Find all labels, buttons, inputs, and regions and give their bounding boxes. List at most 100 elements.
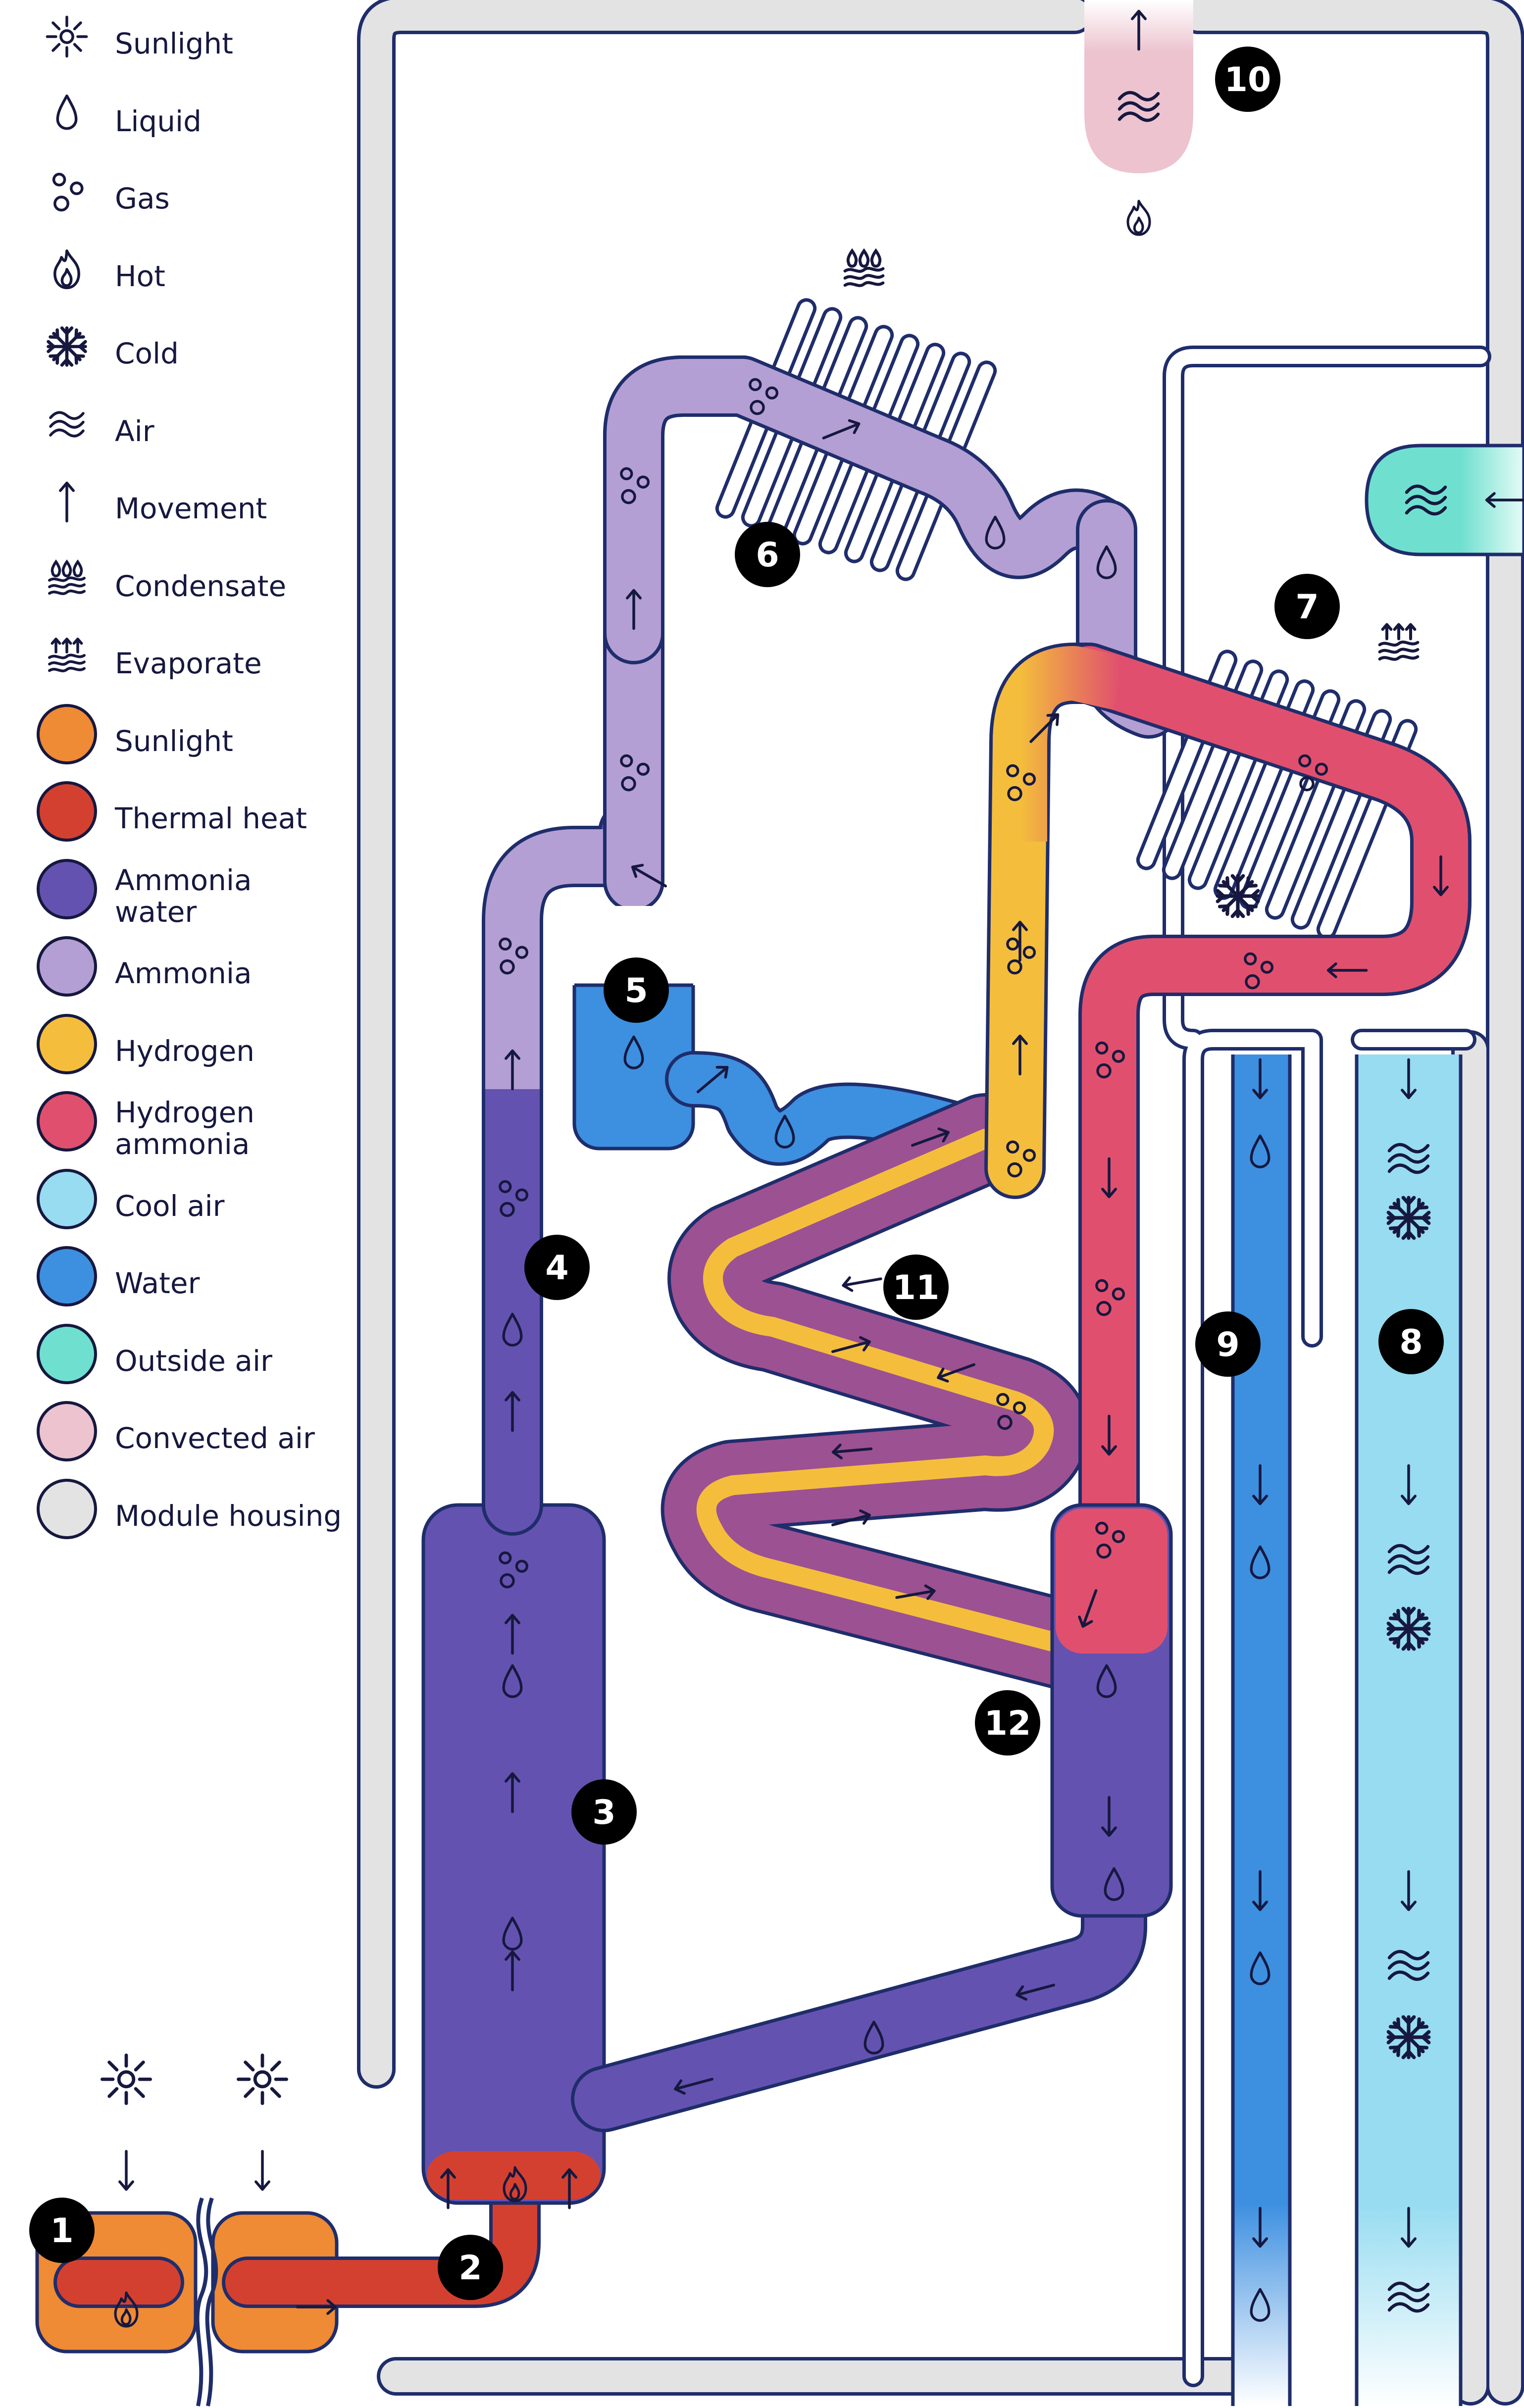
legend-label: Sunlight [115, 724, 233, 758]
sun-icon [237, 2054, 288, 2105]
inner-housing [1163, 346, 1491, 2387]
snowflake-icon [1386, 2015, 1431, 2059]
flow-arrow-icon [831, 1509, 871, 1526]
legend-swatch [37, 1401, 97, 1461]
heat-exchanger-core [696, 1129, 1089, 1658]
bubbles-icon [620, 467, 650, 504]
ammonia-condenser-pipe-front [603, 355, 1135, 664]
legend-label: Air [115, 414, 154, 448]
svg-text:3: 3 [592, 1793, 615, 1832]
legend-swatch [37, 1091, 97, 1152]
legend-symbol [48, 638, 86, 672]
droplet-icon [1250, 1951, 1270, 1985]
flow-arrow-icon [296, 2299, 337, 2315]
droplet-icon [864, 2020, 884, 2055]
droplet-icon [502, 1916, 523, 1951]
flow-arrow-icon [1401, 1870, 1417, 1911]
legend-swatch [37, 1246, 97, 1306]
droplet-icon [502, 1312, 523, 1347]
legend-label: Hydrogen ammonia [115, 1096, 255, 1161]
flow-arrow-icon [822, 419, 861, 440]
legend-symbol [49, 411, 85, 437]
legend-row: Ammonia water [30, 858, 376, 933]
mixing-zone [993, 646, 1125, 842]
svg-text:4: 4 [545, 1249, 568, 1288]
legend-swatch [37, 781, 97, 842]
step-badge-6: 6 [735, 522, 800, 587]
droplet-icon [1250, 2288, 1270, 2322]
flow-arrow-icon [1401, 2207, 1417, 2248]
flow-arrow-icon [440, 2168, 456, 2209]
snowflake-icon [1216, 874, 1260, 918]
step-badge-2: 2 [438, 2235, 503, 2300]
legend-label: Thermal heat [115, 802, 307, 835]
svg-text:5: 5 [624, 971, 648, 1010]
flow-arrow-icon [1078, 1589, 1098, 1628]
absorber-return-pipe [571, 1828, 1147, 2132]
legend-symbol [52, 173, 84, 212]
bubbles-icon [1006, 764, 1036, 802]
cool-air-column-outline [1355, 1054, 1463, 2406]
svg-text:12: 12 [984, 1704, 1031, 1743]
legend-row: Movement [30, 471, 376, 545]
evaporate-icon [1378, 623, 1420, 661]
convected-air-outlet [1084, 0, 1193, 173]
arrow-up-icon [59, 481, 75, 523]
water-u-trap [665, 1051, 1014, 1167]
flow-arrow-icon [911, 1127, 950, 1147]
condensate-icon [48, 559, 86, 595]
step-badge-11: 11 [883, 1254, 949, 1320]
legend-row: Hydrogen ammonia [30, 1091, 376, 1165]
step-badge-7: 7 [1274, 574, 1340, 639]
flow-arrow-icon [1433, 855, 1449, 897]
flow-arrow-icon [1252, 1464, 1268, 1505]
flow-arrow-icon [1485, 492, 1524, 508]
legend-row: Hydrogen [30, 1013, 376, 1088]
legend-symbol [48, 559, 86, 595]
legend-symbol [46, 15, 88, 58]
legend-label: Evaporate [115, 647, 262, 680]
step-badge-3: 3 [571, 1779, 637, 1845]
flow-arrow-icon [696, 1065, 729, 1094]
svg-text:2: 2 [458, 2249, 482, 2288]
flow-arrow-icon [505, 1950, 520, 1992]
air-waves-icon [1387, 2281, 1430, 2313]
legend-row: Sunlight [30, 703, 376, 778]
bubbles-icon [1244, 952, 1274, 990]
legend-row: Condensate [30, 549, 376, 623]
legend-row: Water [30, 1246, 376, 1320]
droplet-icon [502, 1664, 523, 1698]
bubbles-icon [1095, 1041, 1125, 1079]
bubbles-icon [1095, 1521, 1125, 1559]
evaporate-icon [48, 638, 86, 672]
flow-arrow-icon [1252, 1058, 1268, 1100]
legend-swatch [37, 1013, 97, 1074]
bubbles-icon [749, 378, 779, 415]
flow-arrow-icon [1101, 1414, 1117, 1456]
legend-swatch [37, 1478, 97, 1539]
snowflake-icon [1386, 1606, 1431, 1651]
legend-swatch [37, 703, 97, 764]
legend-row: Evaporate [30, 626, 376, 700]
air-waves-icon [1118, 91, 1160, 122]
legend-row: Cold [30, 316, 376, 390]
flow-arrow-icon [674, 2078, 714, 2095]
droplet-icon [1250, 1545, 1270, 1579]
legend-row: Module housing [30, 1478, 376, 1553]
step-badge-12: 12 [975, 1690, 1040, 1756]
droplet-icon [1096, 1664, 1117, 1698]
cool-air-column [1357, 1054, 1461, 2406]
flow-arrow-icon [1131, 9, 1147, 51]
legend-label: Cool air [115, 1189, 225, 1223]
legend-label: Liquid [115, 104, 202, 138]
condensate-icon [843, 248, 885, 287]
flow-arrow-icon [1401, 1058, 1417, 1100]
legend-symbol [47, 326, 87, 367]
legend-label: Ammonia water [115, 863, 252, 929]
legend-swatch [37, 1168, 97, 1229]
flow-arrow-icon [831, 1444, 873, 1459]
flow-arrow-icon [1101, 1796, 1117, 1837]
flow-arrow-icon [842, 1276, 882, 1292]
droplet-icon [774, 1114, 795, 1149]
